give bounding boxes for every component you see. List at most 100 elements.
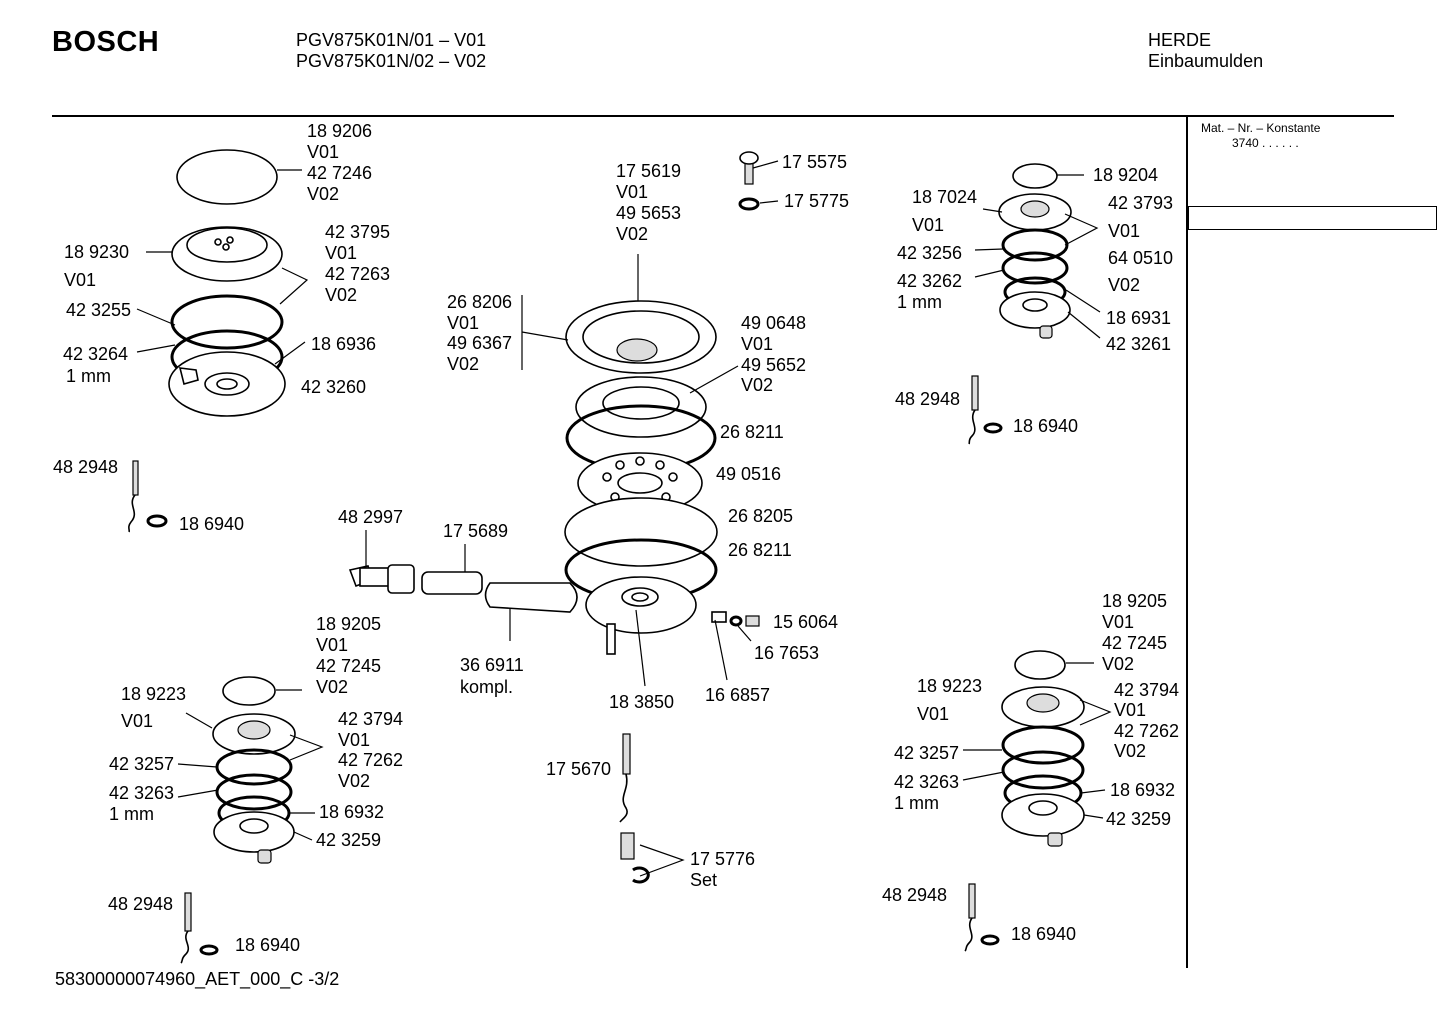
- part-label: 49 5653: [616, 203, 681, 223]
- part-label: 42 3257: [894, 743, 959, 763]
- category-subtitle: Einbaumulden: [1148, 51, 1264, 71]
- burner-cap-part: [176, 149, 278, 205]
- part-label: kompl.: [460, 677, 513, 697]
- document-id: 58300000074960_AET_000_C -3/2: [55, 969, 340, 989]
- part-label: 49 0516: [716, 464, 781, 484]
- part-label: 18 9205: [1102, 591, 1167, 611]
- part-label: 18 6940: [179, 514, 244, 534]
- part-label: 26 8211: [728, 540, 792, 560]
- burner-base-part: [999, 291, 1071, 329]
- burner-top-left: [128, 149, 309, 533]
- model-number-v01: PGV875K01N/01 – V01: [296, 30, 487, 50]
- burner-base-part: [213, 811, 295, 853]
- part-label: V02: [447, 354, 479, 374]
- part-label: V01: [912, 215, 944, 235]
- part-label: 42 7262: [1114, 721, 1179, 741]
- burner-center: [348, 151, 779, 884]
- brand-logo: BOSCH: [52, 26, 160, 58]
- part-label: V02: [741, 375, 773, 395]
- part-label: 18 9204: [1093, 165, 1158, 185]
- part-label: 15 6064: [773, 612, 838, 632]
- ignition-electrode-part: [184, 892, 192, 932]
- part-label: 42 3259: [1106, 809, 1171, 829]
- part-label: V01: [917, 704, 949, 724]
- part-label: 48 2948: [882, 885, 947, 905]
- part-label: V02: [1102, 654, 1134, 674]
- part-label: 18 6940: [1013, 416, 1078, 436]
- part-label: 16 6857: [705, 685, 770, 705]
- part-label: V02: [338, 771, 370, 791]
- part-label: 42 3259: [316, 830, 381, 850]
- labels-top-right: 18 9204 18 7024 42 3793 V01 V01 42 3256 …: [895, 165, 1173, 436]
- part-label: 42 3793: [1108, 193, 1173, 213]
- part-label: 42 3794: [338, 709, 403, 729]
- part-label: 42 7245: [1102, 633, 1167, 653]
- part-label: V01: [307, 142, 339, 162]
- clip-part: [632, 866, 650, 884]
- part-label: 18 3850: [609, 692, 674, 712]
- part-label: 26 8206: [447, 292, 512, 312]
- part-label: 48 2948: [895, 389, 960, 409]
- part-label: 17 5776: [690, 849, 755, 869]
- part-label: 18 9230: [64, 242, 129, 262]
- part-label: 49 5652: [741, 355, 806, 375]
- part-label: 18 9206: [307, 121, 372, 141]
- part-label: 18 6940: [1011, 924, 1076, 944]
- part-label: 48 2997: [338, 507, 403, 527]
- ignition-electrode-part: [132, 460, 139, 496]
- part-label: 42 7263: [325, 264, 390, 284]
- burner-bottom-right: [962, 650, 1112, 952]
- part-label: 42 3794: [1114, 680, 1179, 700]
- part-label: 42 3261: [1106, 334, 1171, 354]
- labels-bottom-right: 18 9205 V01 42 7245 V02 18 9223 42 3794 …: [882, 591, 1179, 944]
- part-label: V02: [316, 677, 348, 697]
- part-label: 1 mm: [66, 366, 111, 386]
- part-label: 42 3255: [66, 300, 131, 320]
- material-constant-value: 3740 . . . . . .: [1232, 136, 1299, 150]
- part-label: V01: [121, 711, 153, 731]
- part-label: V02: [616, 224, 648, 244]
- part-label: 26 8211: [720, 422, 784, 442]
- part-label: 42 3263: [109, 783, 174, 803]
- spring-part: [620, 832, 635, 860]
- part-label: V01: [1102, 612, 1134, 632]
- burner-body-part: [585, 576, 697, 634]
- burner-cap-part: [1014, 650, 1066, 680]
- seal-ring-part: [1001, 228, 1069, 262]
- burner-base-part: [168, 351, 286, 417]
- seal-ring-part: [1001, 725, 1085, 765]
- washer-part: [738, 197, 760, 211]
- category-title: HERDE: [1148, 30, 1212, 50]
- part-label: 18 9205: [316, 614, 381, 634]
- part-label: 48 2948: [108, 894, 173, 914]
- part-label: 18 6932: [1110, 780, 1175, 800]
- part-label: 1 mm: [109, 804, 154, 824]
- part-label: 18 6940: [235, 935, 300, 955]
- part-label: 49 0648: [741, 313, 806, 333]
- part-label: 36 6911: [460, 655, 524, 675]
- part-label: 42 3264: [63, 344, 128, 364]
- part-label: 17 5619: [616, 161, 681, 181]
- part-label: 42 3257: [109, 754, 174, 774]
- part-label: 42 3795: [325, 222, 390, 242]
- pipe-sleeve-part: [421, 571, 483, 595]
- washer-part: [199, 944, 219, 956]
- part-label: Set: [690, 870, 717, 890]
- part-label: 18 6932: [319, 802, 384, 822]
- burner-cap-part: [222, 676, 276, 706]
- part-label: 48 2948: [53, 457, 118, 477]
- part-label: 42 3260: [301, 377, 366, 397]
- part-label: 42 3256: [897, 243, 962, 263]
- labels-bottom-left: 18 9205 V01 42 7245 V02 18 9223 V01 42 3…: [108, 614, 403, 955]
- seal-ring-part: [1001, 750, 1085, 790]
- part-label: V01: [316, 635, 348, 655]
- part-label: 42 3263: [894, 772, 959, 792]
- ignition-electrode-part: [971, 375, 979, 411]
- part-label: 18 6931: [1106, 308, 1171, 328]
- labels-center: 17 5619 V01 49 5653 V02 17 5575 17 5775 …: [338, 152, 849, 890]
- part-label: V02: [325, 285, 357, 305]
- part-label: 42 7246: [307, 163, 372, 183]
- ignition-electrode-part: [622, 733, 631, 775]
- part-label: V02: [1108, 275, 1140, 295]
